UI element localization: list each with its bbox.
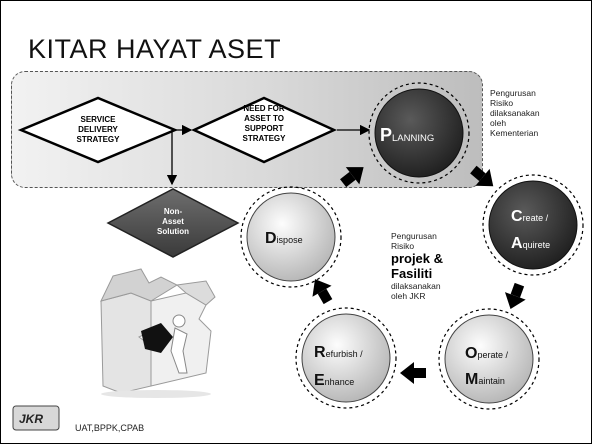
cycle-arrow-create-to-operate bbox=[504, 282, 526, 310]
slide-title: KITAR HAYAT ASET bbox=[28, 34, 282, 64]
maintain-label: Maintain bbox=[465, 371, 505, 388]
operate-label: Operate / bbox=[465, 345, 508, 362]
project-risk-note: Pengurusan Risiko projek & Fasiliti dila… bbox=[391, 231, 444, 301]
diamond-need-for-asset bbox=[190, 96, 338, 164]
svg-text:JKR: JKR bbox=[19, 412, 43, 426]
operate-circle bbox=[444, 314, 534, 404]
create-label: Create / bbox=[511, 208, 549, 225]
ring-dispose bbox=[240, 186, 342, 288]
create-circle bbox=[488, 180, 578, 270]
aquirete-label: Aquirete bbox=[511, 235, 550, 252]
planning-circle bbox=[374, 88, 464, 178]
cycle-arrow-planning-to-create bbox=[470, 165, 494, 187]
ring-planning bbox=[368, 82, 470, 184]
refurbish-label: Refurbish / bbox=[314, 344, 363, 361]
planning-label: PLANNING bbox=[380, 125, 434, 145]
cycle-arrow-operate-to-refurbish bbox=[400, 362, 426, 384]
puzzle-illustration bbox=[100, 268, 216, 398]
cycle-arrow-dispose-to-planning bbox=[340, 167, 364, 188]
enhance-label: Enhance bbox=[314, 372, 354, 389]
ring-refurbish bbox=[295, 307, 397, 409]
footer-text: UAT,BPPK,CPAB bbox=[75, 423, 145, 433]
ring-create bbox=[482, 174, 584, 276]
diamond-non-asset-solution bbox=[106, 188, 240, 258]
dispose-label: Dispose bbox=[265, 230, 303, 247]
jkr-logo: JKR bbox=[12, 405, 60, 431]
dispose-circle bbox=[246, 192, 336, 282]
refurbish-circle bbox=[301, 313, 391, 403]
cycle-arrow-refurbish-to-dispose bbox=[312, 279, 333, 305]
ring-operate bbox=[438, 308, 540, 410]
